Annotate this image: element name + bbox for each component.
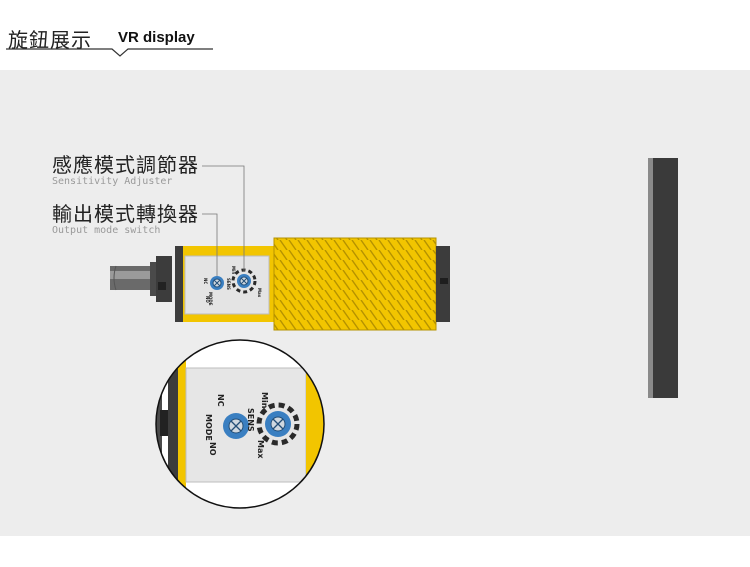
sensor-side-view [648, 158, 678, 398]
mode-knob[interactable] [210, 276, 224, 290]
header-underline [6, 48, 213, 57]
marking-max-small: Max [257, 288, 262, 298]
callout-output-mode-switch: 輸出模式轉換器 Output mode switch [52, 203, 199, 237]
marking-nc-small: NC [203, 278, 208, 284]
marking-no-small: NO [205, 296, 210, 303]
callout-sensitivity-subtitle: Sensitivity Adjuster [52, 176, 173, 187]
marking-min-small: Min [231, 266, 236, 274]
section-title-english: VR display [118, 29, 195, 46]
marking-min: Min [260, 392, 269, 409]
callout-mode-title: 輸出模式轉換器 [52, 202, 199, 226]
leader-line-mode [202, 213, 218, 276]
marking-sens: SENS [246, 408, 255, 432]
callout-sensitivity-title: 感應模式調節器 [52, 153, 199, 177]
sensor-connector [150, 256, 172, 302]
marking-nc: NC [216, 394, 225, 407]
marking-mode-small: MODE [208, 292, 213, 306]
sensor-body [175, 237, 450, 331]
callout-mode-subtitle: Output mode switch [52, 225, 161, 236]
sensor-cable [110, 265, 152, 291]
marking-mode: MODE [204, 414, 213, 441]
leader-line-sensitivity [202, 165, 245, 272]
marking-no: NO [208, 442, 217, 456]
section-title-chinese: 旋鈕展示 [8, 28, 92, 52]
marking-max: Max [256, 440, 265, 459]
marking-sens-small: SENS [226, 278, 231, 290]
section-header: 旋鈕展示 VR display [0, 0, 750, 68]
callout-sensitivity-adjuster: 感應模式調節器 Sensitivity Adjuster [52, 154, 199, 188]
